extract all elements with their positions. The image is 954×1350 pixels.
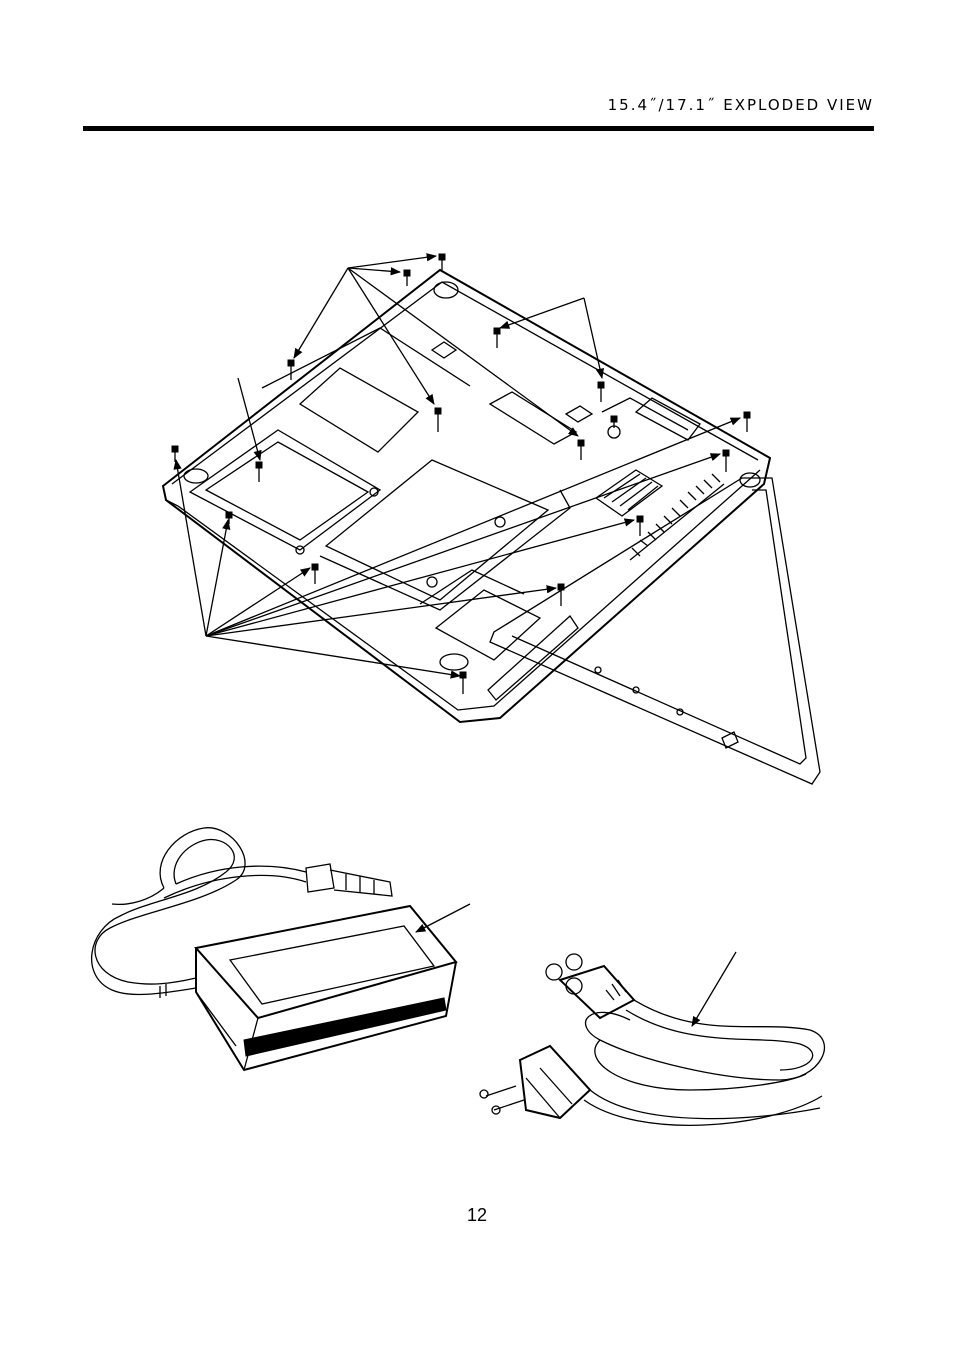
screw-icon — [404, 270, 410, 286]
screw-icon — [598, 382, 604, 402]
page-number: 12 — [0, 1205, 954, 1226]
screw-icon — [226, 512, 232, 524]
screw-icon — [723, 450, 729, 472]
screw-icon — [558, 584, 564, 606]
laptop-bottom-assembly — [163, 254, 820, 784]
display-frame — [490, 478, 820, 784]
cooling-fins — [630, 474, 724, 560]
screw-icon — [435, 408, 441, 432]
vent-grille — [596, 470, 662, 516]
screw-icon — [288, 360, 294, 380]
ac-adapter — [92, 828, 470, 1070]
screw-icon — [744, 412, 750, 432]
screw-icon — [172, 446, 178, 462]
screw-icon — [439, 254, 445, 270]
screw-icon — [578, 440, 584, 460]
screw-icon — [256, 462, 262, 482]
power-cord — [480, 952, 824, 1125]
screw-icon — [312, 564, 318, 584]
screw-icon — [494, 328, 500, 348]
base-chassis — [163, 270, 770, 722]
screw-icon — [460, 672, 466, 694]
screw-icon — [637, 516, 643, 536]
